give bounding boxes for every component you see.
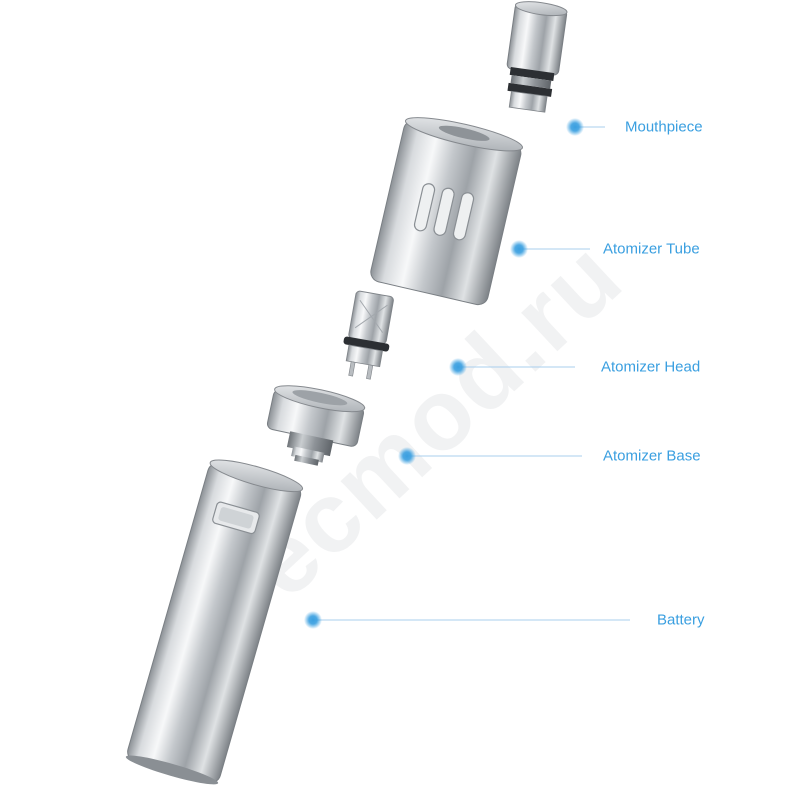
atomizer-tube-dot (510, 240, 528, 258)
atomizer-base-dot (398, 447, 416, 465)
mouthpiece-dot (566, 118, 584, 136)
atomizer-base-part (266, 385, 366, 466)
atomizer-tube-label: Atomizer Tube (603, 240, 700, 258)
atomizer-base-label: Atomizer Base (603, 447, 701, 465)
atomizer-tube-part (370, 117, 523, 306)
battery-part (125, 459, 304, 785)
atomizer-head-label: Atomizer Head (601, 358, 701, 376)
battery-label: Battery (657, 611, 705, 629)
mouthpiece-label: Mouthpiece (625, 118, 703, 136)
atomizer-head-dot (449, 358, 467, 376)
mouthpiece-part (506, 1, 568, 113)
battery-dot (304, 611, 322, 629)
atomizer-head-part (343, 290, 394, 380)
